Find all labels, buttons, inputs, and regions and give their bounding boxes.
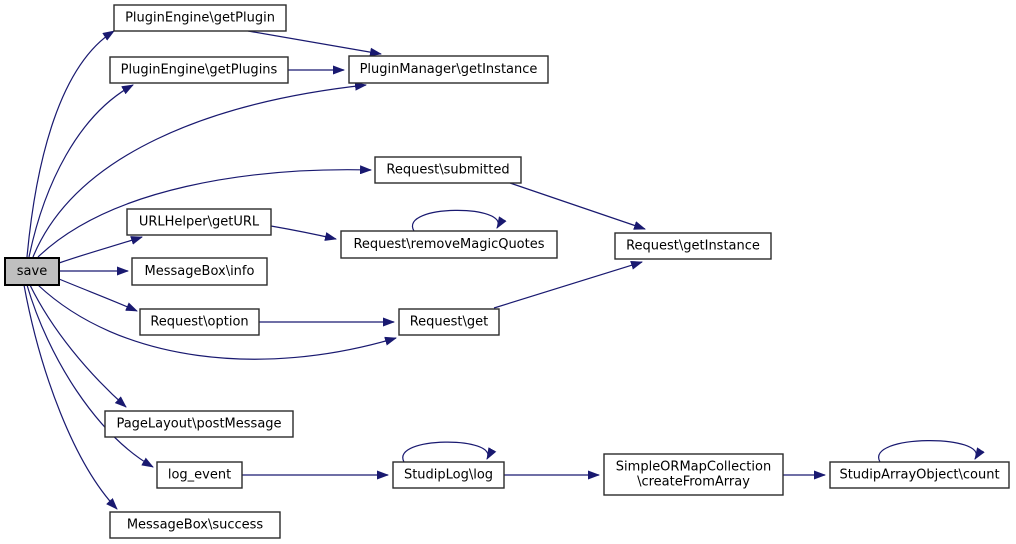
node-request-option[interactable]: Request\option bbox=[139, 308, 260, 336]
node-log-event[interactable]: log_event bbox=[156, 461, 243, 489]
node-label-request-get: Request\get bbox=[410, 315, 489, 330]
edge-save-to-plugin-engine-get-plugins bbox=[28, 84, 134, 258]
edge-url-helper-get-url-to-request-remove-magic-quotes bbox=[270, 225, 337, 241]
node-box-url-helper-get-url[interactable] bbox=[126, 208, 272, 236]
edges-layer bbox=[23, 30, 985, 510]
edge-studip-log-log-to-studip-log-log bbox=[402, 441, 497, 463]
node-label-request-submitted: Request\submitted bbox=[386, 163, 509, 178]
node-label-request-remove-magic-quotes: Request\removeMagicQuotes bbox=[353, 237, 544, 252]
node-box-plugin-engine-get-plugin[interactable] bbox=[113, 4, 287, 32]
node-label-plugin-manager-get-instance: PluginManager\getInstance bbox=[360, 62, 538, 77]
node-simple-ormap-collection-create-from-array[interactable]: SimpleORMapCollection\createFromArray bbox=[603, 453, 784, 496]
node-plugin-engine-get-plugin[interactable]: PluginEngine\getPlugin bbox=[113, 4, 287, 32]
node-save: save bbox=[4, 257, 60, 286]
edge-save-to-url-helper-get-url bbox=[58, 236, 143, 264]
node-url-helper-get-url[interactable]: URLHelper\getURL bbox=[126, 208, 272, 236]
node-box-message-box-info[interactable] bbox=[131, 257, 268, 286]
node-page-layout-post-message[interactable]: PageLayout\postMessage bbox=[104, 410, 294, 438]
node-studip-array-object-count[interactable]: StudipArrayObject\count bbox=[829, 461, 1010, 489]
node-box-request-get[interactable] bbox=[398, 308, 500, 336]
node-box-request-remove-magic-quotes[interactable] bbox=[340, 230, 558, 259]
node-box-simple-ormap-collection-create-from-array[interactable] bbox=[603, 453, 784, 496]
node-message-box-info[interactable]: MessageBox\info bbox=[131, 257, 268, 286]
node-label-request-option: Request\option bbox=[150, 315, 248, 330]
edge-save-to-log-event bbox=[26, 284, 154, 468]
node-label-simple-ormap-collection-create-from-array-line1: SimpleORMapCollection bbox=[616, 460, 771, 475]
node-label-message-box-success: MessageBox\success bbox=[127, 518, 264, 533]
edge-studip-array-object-count-to-studip-array-object-count bbox=[878, 440, 985, 463]
node-request-get-instance[interactable]: Request\getInstance bbox=[614, 232, 772, 260]
edge-request-get-to-request-get-instance bbox=[493, 260, 643, 309]
node-box-request-option[interactable] bbox=[139, 308, 260, 336]
node-request-get[interactable]: Request\get bbox=[398, 308, 500, 336]
edge-save-to-message-box-success bbox=[23, 284, 118, 510]
node-box-studip-array-object-count[interactable] bbox=[829, 461, 1010, 489]
node-message-box-success[interactable]: MessageBox\success bbox=[109, 511, 281, 539]
node-studip-log-log[interactable]: StudipLog\log bbox=[392, 461, 505, 489]
node-box-page-layout-post-message[interactable] bbox=[104, 410, 294, 438]
node-label-request-get-instance: Request\getInstance bbox=[626, 239, 760, 254]
node-box-request-submitted[interactable] bbox=[374, 156, 522, 184]
node-label-save: save bbox=[17, 264, 47, 279]
edge-save-to-plugin-manager-get-instance bbox=[32, 81, 367, 258]
node-label-plugin-engine-get-plugins: PluginEngine\getPlugins bbox=[121, 63, 278, 78]
node-label-log-event: log_event bbox=[168, 468, 231, 483]
node-plugin-manager-get-instance[interactable]: PluginManager\getInstance bbox=[348, 55, 549, 84]
node-label-simple-ormap-collection-create-from-array-line2: \createFromArray bbox=[637, 475, 750, 490]
node-box-log-event[interactable] bbox=[156, 461, 243, 489]
node-box-message-box-success[interactable] bbox=[109, 511, 281, 539]
node-request-remove-magic-quotes[interactable]: Request\removeMagicQuotes bbox=[340, 230, 558, 259]
node-box-plugin-engine-get-plugins[interactable] bbox=[109, 56, 289, 84]
node-request-submitted[interactable]: Request\submitted bbox=[374, 156, 522, 184]
edge-request-remove-magic-quotes-to-request-remove-magic-quotes bbox=[411, 209, 507, 232]
node-box-studip-log-log[interactable] bbox=[392, 461, 505, 489]
node-box-request-get-instance[interactable] bbox=[614, 232, 772, 260]
node-label-message-box-info: MessageBox\info bbox=[145, 264, 255, 279]
node-label-page-layout-post-message: PageLayout\postMessage bbox=[116, 417, 281, 432]
edge-save-to-request-get bbox=[37, 284, 397, 360]
node-label-studip-array-object-count: StudipArrayObject\count bbox=[839, 468, 999, 483]
node-label-studip-log-log: StudipLog\log bbox=[404, 468, 493, 483]
node-label-plugin-engine-get-plugin: PluginEngine\getPlugin bbox=[125, 11, 275, 26]
edge-save-to-request-submitted bbox=[37, 165, 372, 258]
edge-plugin-engine-get-plugin-to-plugin-manager-get-instance bbox=[247, 30, 382, 57]
edge-save-to-request-option bbox=[58, 278, 138, 312]
edge-save-to-plugin-engine-get-plugin bbox=[26, 30, 115, 258]
edge-save-to-page-layout-post-message bbox=[29, 284, 127, 408]
nodes-layer: save PluginEngine\getPluginPluginEngine\g… bbox=[4, 4, 1010, 539]
edge-request-submitted-to-request-get-instance bbox=[509, 182, 646, 230]
node-box-save bbox=[4, 257, 60, 286]
node-box-plugin-manager-get-instance[interactable] bbox=[348, 55, 549, 84]
node-label-url-helper-get-url: URLHelper\getURL bbox=[139, 215, 260, 230]
node-plugin-engine-get-plugins[interactable]: PluginEngine\getPlugins bbox=[109, 56, 289, 84]
